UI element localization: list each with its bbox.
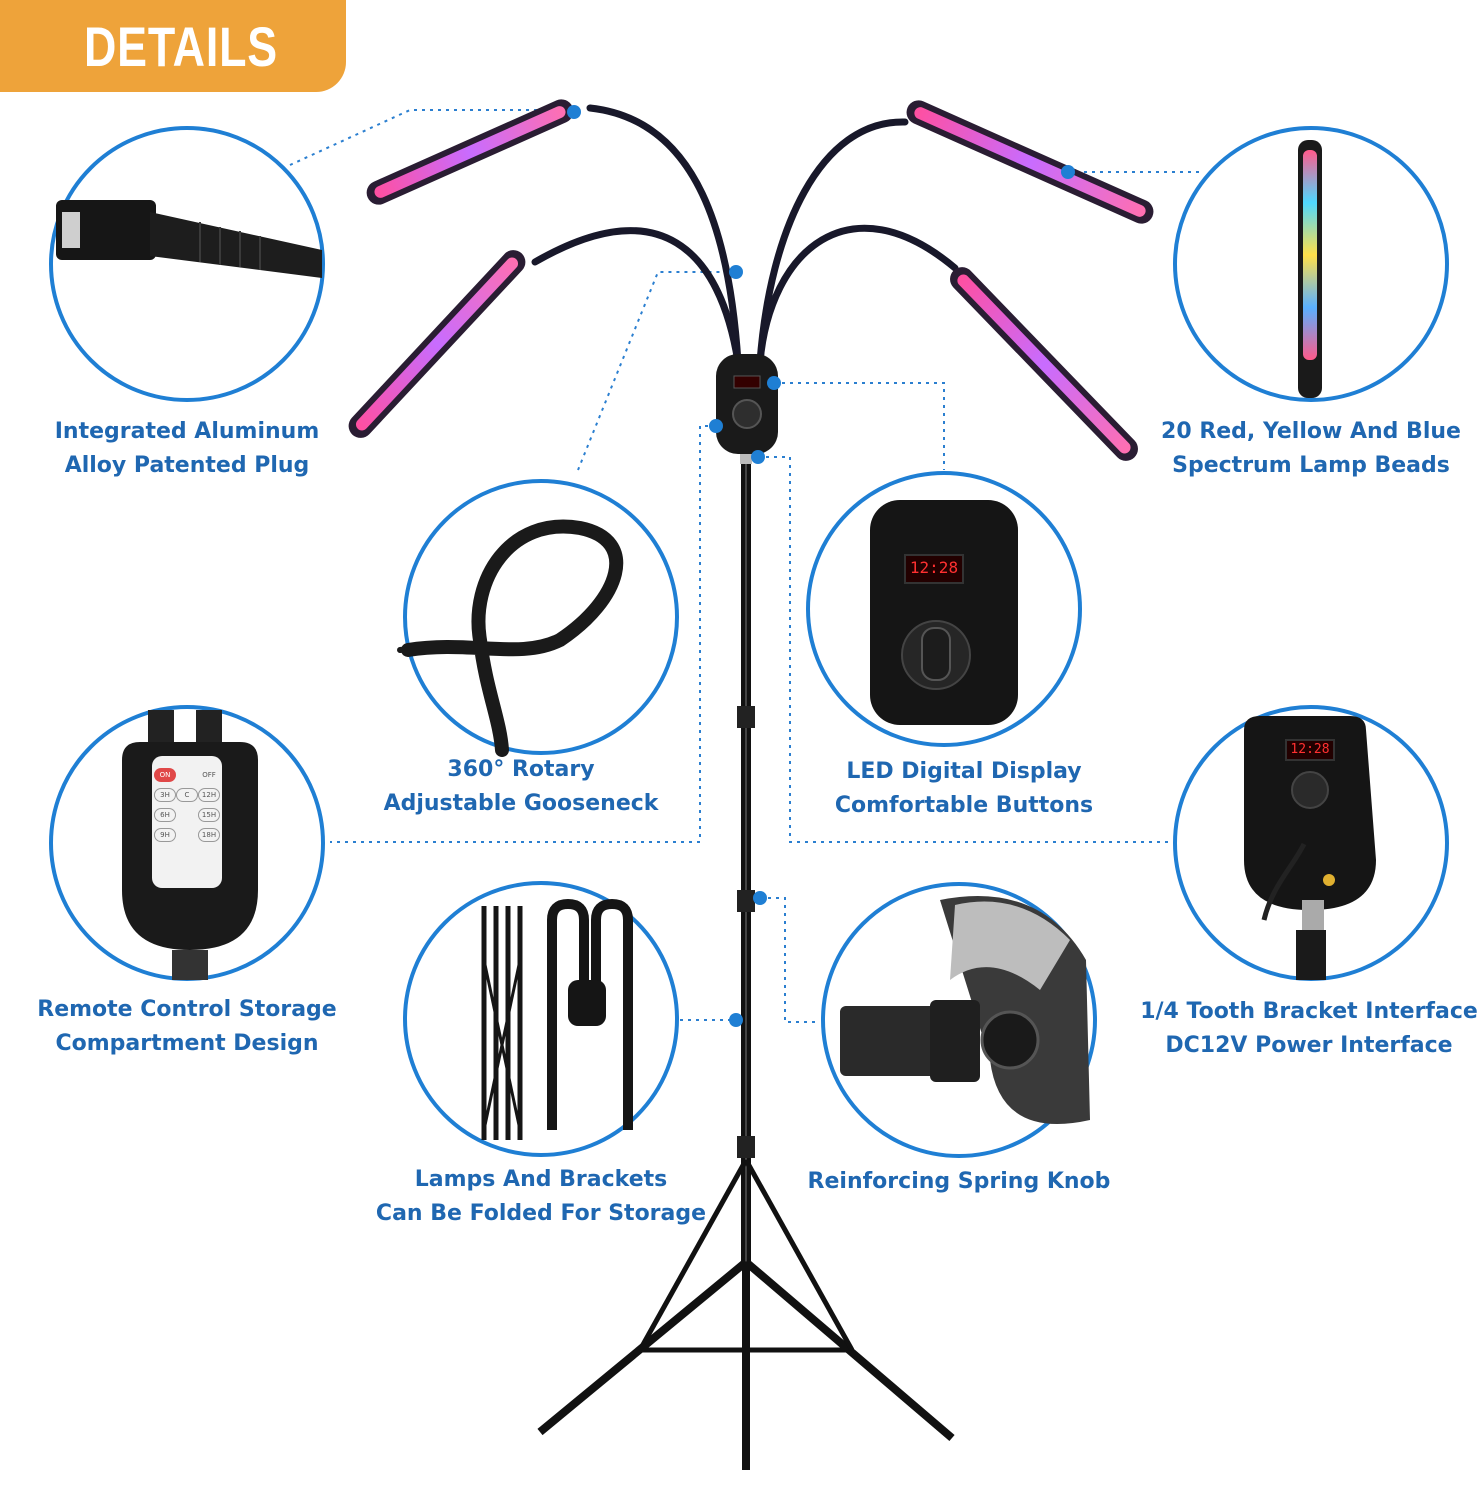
lamp-bars — [348, 99, 1154, 461]
remote-button-15h: 15H — [198, 808, 220, 822]
tripod-stand — [537, 452, 955, 1470]
remote-button-9h: 9H — [154, 828, 176, 842]
interface-detail — [1244, 716, 1376, 980]
label-plug: Integrated Aluminum Alloy Patented Plug — [54, 419, 320, 478]
circle-plug — [49, 126, 325, 402]
gooseneck-arms — [531, 104, 959, 366]
connector-dots — [567, 105, 1075, 1027]
label-folding: Lamps And Brackets Can Be Folded For Sto… — [375, 1167, 707, 1226]
controller-box — [716, 354, 778, 454]
circle-gooseneck — [403, 479, 679, 755]
label-beads: 20 Red, Yellow And Blue Spectrum Lamp Be… — [1161, 419, 1461, 478]
plug-detail — [56, 200, 322, 278]
label-gooseneck: 360° Rotary Adjustable Gooseneck — [383, 757, 659, 816]
remote-button-on: ON — [154, 768, 176, 782]
label-knob: Reinforcing Spring Knob — [807, 1169, 1111, 1194]
display-detail — [870, 500, 1018, 725]
interface-display-readout: 12:28 — [1290, 742, 1330, 757]
remote-button-grid: ON OFF 3H C 12H 6H 15H 9H 18H — [154, 768, 220, 842]
details-banner: DETAILS — [0, 0, 346, 92]
circle-folding — [403, 881, 679, 1157]
display-readout: 12:28 — [909, 558, 959, 577]
remote-button-c: C — [176, 788, 198, 802]
remote-button-3h: 3H — [154, 788, 176, 802]
gooseneck-detail — [397, 519, 624, 757]
label-interface: 1/4 Tooth Bracket Interface DC12V Power … — [1140, 999, 1478, 1058]
knob-detail — [840, 896, 1090, 1124]
details-title: DETAILS — [84, 15, 278, 78]
label-display: LED Digital Display Comfortable Buttons — [834, 759, 1094, 818]
folded-detail — [481, 898, 633, 1140]
remote-button-off: OFF — [202, 771, 216, 779]
remote-button-12h: 12H — [198, 788, 220, 802]
label-remote: Remote Control Storage Compartment Desig… — [37, 997, 337, 1056]
remote-button-6h: 6H — [154, 808, 176, 822]
remote-button-18h: 18H — [198, 828, 220, 842]
bead-tube-detail — [1298, 140, 1322, 398]
